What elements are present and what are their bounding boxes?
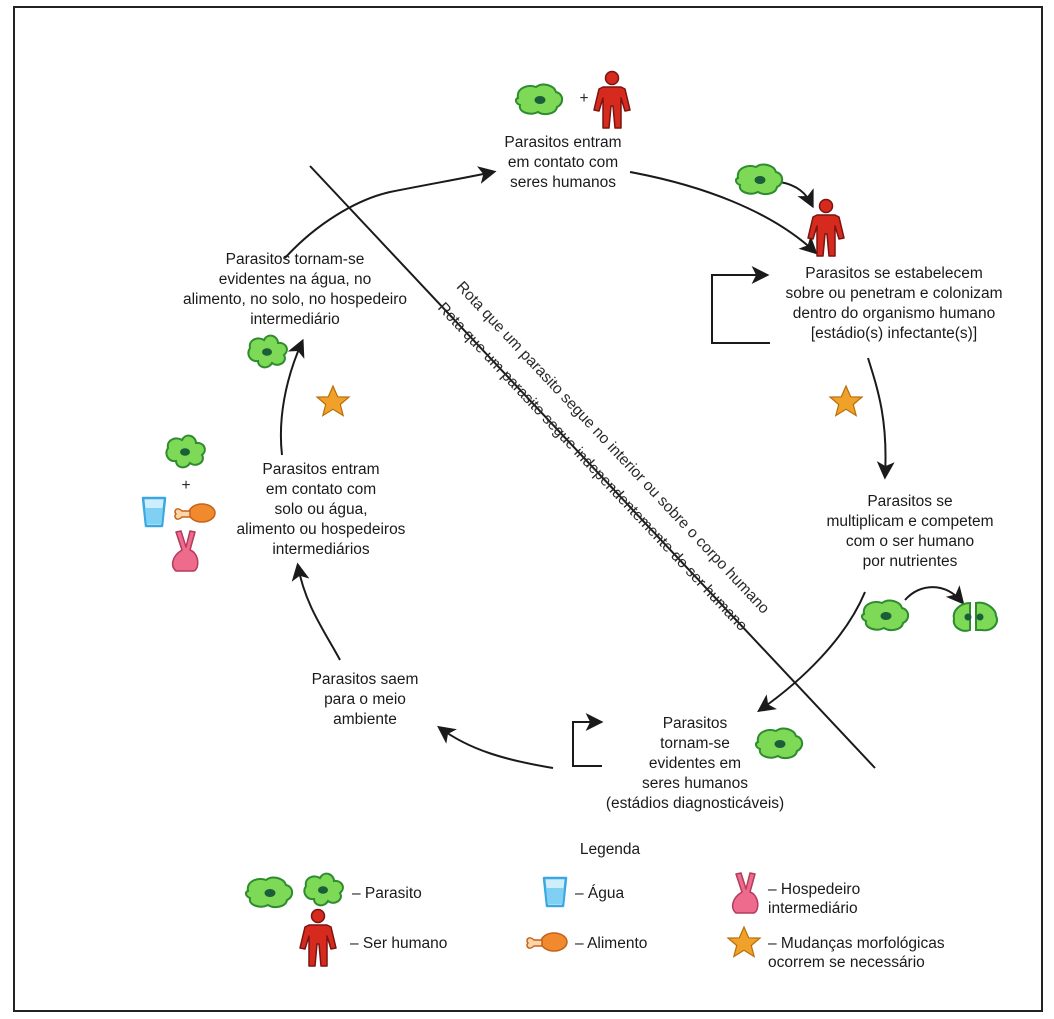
- establish-loop-bracket: [711, 266, 770, 344]
- arrow-parasite-to-human: [779, 181, 814, 209]
- rabbit-host-icon: [171, 530, 199, 572]
- human-icon: [807, 198, 845, 257]
- human-icon: [593, 70, 631, 129]
- route-label-independent: Rota que um parasito segue independentem…: [434, 299, 750, 634]
- arrow-evident-env-to-contact-humans: [284, 166, 497, 259]
- legend-parasite-label: – Parasito: [352, 885, 422, 902]
- legend-host-icon: [731, 872, 759, 914]
- legend-parasite-icon: [244, 876, 294, 909]
- step-multiply: Parasitos se multiplicam e competem com …: [826, 493, 994, 570]
- parasite-icon: [165, 434, 206, 469]
- star-icon: [829, 385, 863, 417]
- arrow-exit-env-to-contact-env: [291, 562, 341, 661]
- legend-parasite-alt-icon: [303, 872, 344, 907]
- legend-food-label: – Alimento: [575, 935, 648, 952]
- diagram-frame: [13, 6, 1043, 1012]
- step-establish: Parasitos se estabelecem sobre ou penetr…: [785, 265, 1003, 342]
- plus-sign-left: +: [181, 477, 190, 494]
- parasite-icon: [734, 163, 784, 196]
- legend-human-label: – Ser humano: [350, 935, 448, 952]
- route-divider-line: [309, 165, 876, 769]
- route-label-inside-body: Rota que um parasito segue no interior o…: [453, 278, 773, 617]
- parasite-dividing-icon: [952, 601, 998, 632]
- step-evident-humans: Parasitos tornam-se evidentes em seres h…: [605, 715, 785, 812]
- parasite-icon: [514, 83, 564, 116]
- legend-water-label: – Água: [575, 885, 625, 902]
- arrow-evident-humans-to-exit-env: [437, 725, 554, 769]
- step-exit-env: Parasitos saem para o meio ambiente: [311, 671, 419, 728]
- step-evident-env: Parasitos tornam-se evidentes na água, n…: [182, 251, 408, 328]
- legend-water-icon: [542, 876, 568, 908]
- legend-host-label: – Hospedeiro intermediário: [768, 881, 861, 917]
- star-icon: [316, 385, 350, 417]
- arrow-parasite-division: [904, 585, 965, 605]
- food-drumstick-icon: [174, 503, 216, 523]
- evident-humans-loop-bracket: [572, 713, 604, 767]
- arrow-establish-to-multiply: [867, 357, 895, 480]
- step-contact-humans: Parasitos entram em contato com seres hu…: [504, 134, 622, 191]
- legend-human-icon: [299, 908, 337, 967]
- parasite-icon: [860, 599, 910, 632]
- parasite-icon: [247, 334, 288, 369]
- arrow-multiply-to-evident-humans: [757, 591, 866, 713]
- water-cup-icon: [141, 496, 167, 528]
- plus-sign-top: +: [579, 90, 588, 107]
- legend-title: Legenda: [579, 841, 641, 858]
- arrow-contact-humans-to-establish: [629, 171, 818, 255]
- step-contact-env: Parasitos entram em contato com solo ou …: [236, 461, 406, 558]
- arrow-contact-env-to-evident-env: [279, 338, 305, 456]
- legend-star-icon: [727, 926, 761, 958]
- legend-morph-label: – Mudanças morfológicas ocorrem se neces…: [768, 935, 945, 971]
- legend-food-icon: [526, 932, 568, 952]
